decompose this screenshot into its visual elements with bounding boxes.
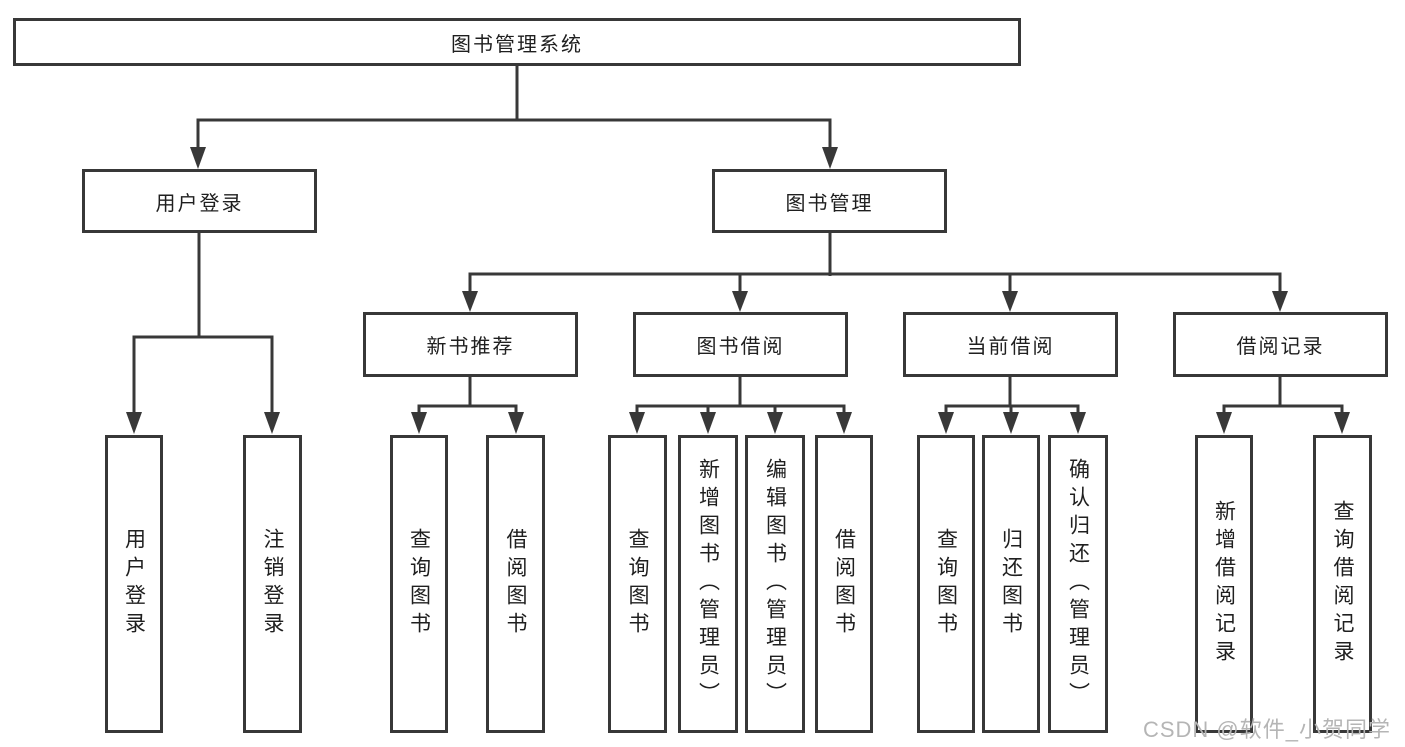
arrowhead bbox=[190, 147, 206, 169]
leaf-query-book-1: 查询图书 bbox=[390, 435, 448, 733]
arrowhead bbox=[1272, 291, 1288, 312]
leaf-edit-book-admin: 编辑图书（管理员） bbox=[745, 435, 805, 733]
arrowhead bbox=[411, 412, 427, 434]
node-user-login: 用户登录 bbox=[82, 169, 317, 233]
leaf-query-book-2: 查询图书 bbox=[608, 435, 667, 733]
arrowhead bbox=[767, 412, 783, 434]
arrowhead bbox=[1002, 291, 1018, 312]
arrowhead bbox=[508, 412, 524, 434]
leaf-logout: 注销登录 bbox=[243, 435, 302, 733]
arrowhead bbox=[1070, 412, 1086, 434]
arrowhead bbox=[938, 412, 954, 434]
arrowhead bbox=[700, 412, 716, 434]
arrowhead bbox=[1003, 412, 1019, 434]
arrowhead bbox=[836, 412, 852, 434]
node-borrow-records: 借阅记录 bbox=[1173, 312, 1388, 377]
leaf-add-book-admin: 新增图书（管理员） bbox=[678, 435, 738, 733]
node-new-book-recommend: 新书推荐 bbox=[363, 312, 578, 377]
leaf-borrow-book-2: 借阅图书 bbox=[815, 435, 873, 733]
leaf-confirm-return-admin: 确认归还（管理员） bbox=[1048, 435, 1108, 733]
arrowhead bbox=[1334, 412, 1350, 434]
arrowhead bbox=[732, 291, 748, 312]
arrowhead bbox=[462, 291, 478, 312]
node-current-borrow: 当前借阅 bbox=[903, 312, 1118, 377]
leaf-query-book-3: 查询图书 bbox=[917, 435, 975, 733]
watermark: CSDN @软件_小贺同学 bbox=[1142, 717, 1391, 742]
leaf-add-borrow-record: 新增借阅记录 bbox=[1195, 435, 1253, 733]
arrowhead bbox=[629, 412, 645, 434]
node-book-management: 图书管理 bbox=[712, 169, 947, 233]
leaf-return-book: 归还图书 bbox=[982, 435, 1040, 733]
leaf-query-borrow-record: 查询借阅记录 bbox=[1313, 435, 1372, 733]
arrowhead bbox=[1216, 412, 1232, 434]
arrowhead bbox=[822, 147, 838, 169]
leaf-user-login: 用户登录 bbox=[105, 435, 163, 733]
arrowhead bbox=[264, 412, 280, 434]
arrowhead bbox=[126, 412, 142, 434]
leaf-borrow-book-1: 借阅图书 bbox=[486, 435, 545, 733]
node-book-borrow: 图书借阅 bbox=[633, 312, 848, 377]
node-root: 图书管理系统 bbox=[13, 18, 1021, 66]
